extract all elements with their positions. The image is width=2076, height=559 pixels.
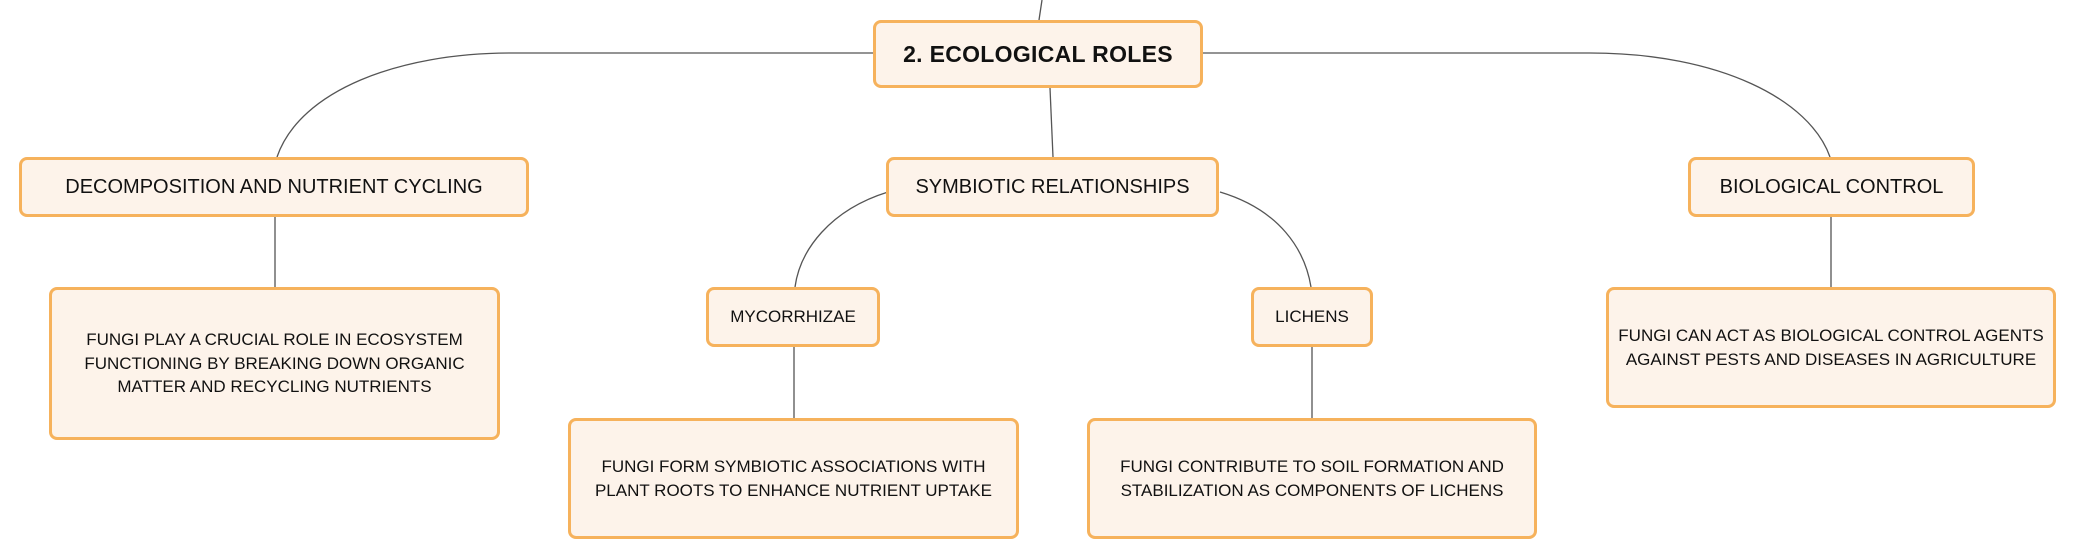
root-label: 2. ECOLOGICAL ROLES: [903, 40, 1173, 67]
root-node[interactable]: 2. ECOLOGICAL ROLES: [873, 20, 1203, 88]
connector-root-to-decomposition: [276, 52, 874, 158]
branch-decomposition[interactable]: DECOMPOSITION AND NUTRIENT CYCLING: [19, 157, 529, 217]
branch-biological-control-label: BIOLOGICAL CONTROL: [1719, 176, 1944, 198]
node-mycorrhizae[interactable]: MYCORRHIZAE: [706, 287, 880, 347]
connector-symbiotic-to-lichens: [1219, 191, 1312, 288]
detail-mycorrhizae-text: FUNGI FORM SYMBIOTIC ASSOCIATIONS WITH P…: [594, 456, 993, 500]
detail-biological-control[interactable]: FUNGI CAN ACT AS BIOLOGICAL CONTROL AGEN…: [1606, 287, 2056, 408]
detail-decomposition-text: FUNGI PLAY A CRUCIAL ROLE IN ECOSYSTEM F…: [84, 329, 465, 397]
connector-symbiotic-to-mycorrhizae: [794, 191, 889, 288]
branch-decomposition-label: DECOMPOSITION AND NUTRIENT CYCLING: [65, 176, 483, 198]
connector-root-to-symbiotic: [1049, 87, 1054, 158]
node-mycorrhizae-label: MYCORRHIZAE: [730, 307, 856, 327]
branch-symbiotic[interactable]: SYMBIOTIC RELATIONSHIPS: [886, 157, 1219, 217]
detail-decomposition[interactable]: FUNGI PLAY A CRUCIAL ROLE IN ECOSYSTEM F…: [49, 287, 500, 440]
detail-mycorrhizae[interactable]: FUNGI FORM SYMBIOTIC ASSOCIATIONS WITH P…: [568, 418, 1019, 539]
node-lichens[interactable]: LICHENS: [1251, 287, 1373, 347]
branch-symbiotic-label: SYMBIOTIC RELATIONSHIPS: [915, 176, 1190, 198]
connector-root-to-biological: [1202, 52, 1831, 158]
branch-biological-control[interactable]: BIOLOGICAL CONTROL: [1688, 157, 1975, 217]
detail-lichens[interactable]: FUNGI CONTRIBUTE TO SOIL FORMATION AND S…: [1087, 418, 1537, 539]
node-lichens-label: LICHENS: [1275, 307, 1349, 327]
detail-lichens-text: FUNGI CONTRIBUTE TO SOIL FORMATION AND S…: [1120, 456, 1504, 500]
detail-biological-control-text: FUNGI CAN ACT AS BIOLOGICAL CONTROL AGEN…: [1618, 325, 2044, 369]
connector-parent-to-root: [1038, 0, 1043, 21]
